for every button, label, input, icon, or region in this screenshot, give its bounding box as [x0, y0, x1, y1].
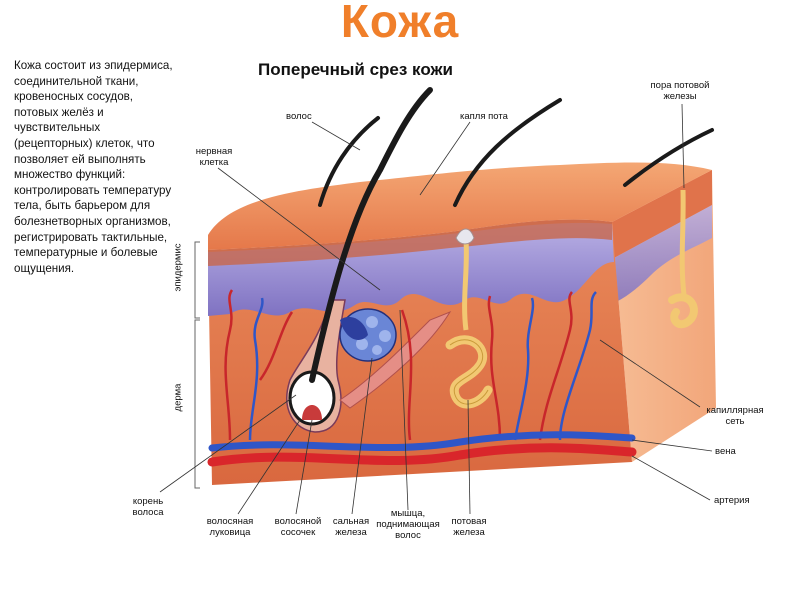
label-capillary-net: капиллярная сеть — [706, 405, 764, 427]
label-sweat-pore: пора потовой железы — [650, 80, 710, 102]
hair-4 — [623, 128, 714, 187]
leader-lines — [159, 103, 713, 515]
side-sweat-gland-shape — [668, 189, 698, 329]
side-purple-layer — [614, 205, 712, 302]
vein-shape — [208, 431, 636, 452]
hair-3 — [453, 98, 562, 207]
label-artery: артерия — [714, 495, 750, 506]
label-arrector-muscle: мышца, поднимающая волос — [376, 508, 440, 541]
label-nerve-cell: нервная клетка — [195, 146, 233, 168]
sweat-drop-shape — [455, 228, 475, 245]
sweat-gland-shape — [445, 239, 493, 409]
artery-shape — [207, 443, 637, 467]
hair-main — [309, 87, 433, 383]
page-title: Кожа — [340, 0, 460, 47]
epidermis-layer — [208, 222, 614, 316]
arrector-muscle-shape — [339, 310, 452, 409]
sebaceous-gland-shape — [339, 308, 397, 362]
hair-2 — [318, 116, 380, 207]
diagram-subtitle: Поперечный срез кожи — [258, 60, 453, 79]
hair-papilla-shape — [302, 405, 322, 420]
description-text: Кожа состоит из эпидермиса, соединительн… — [14, 59, 173, 275]
epidermis-top-band — [208, 219, 612, 266]
label-hair-papilla: волосяной сосочек — [274, 516, 322, 538]
label-sweat-drop: капля пота — [460, 111, 508, 122]
label-vein: вена — [715, 446, 736, 457]
skin-surface — [208, 162, 712, 250]
label-epidermis: эпидермис — [172, 243, 184, 292]
side-epidermis — [612, 170, 712, 258]
dermis-bracket — [194, 319, 200, 489]
epidermis-bracket — [194, 241, 200, 319]
label-hair-bulb: волосяная луковица — [206, 516, 254, 538]
label-dermis: дерма — [172, 383, 184, 412]
label-sebaceous-gland: сальная железа — [332, 516, 370, 538]
label-sweat-gland: потовая железа — [451, 516, 487, 538]
label-hair-root: корень волоса — [132, 496, 164, 518]
label-hair: волос — [286, 111, 312, 122]
capillary-network — [224, 289, 597, 441]
